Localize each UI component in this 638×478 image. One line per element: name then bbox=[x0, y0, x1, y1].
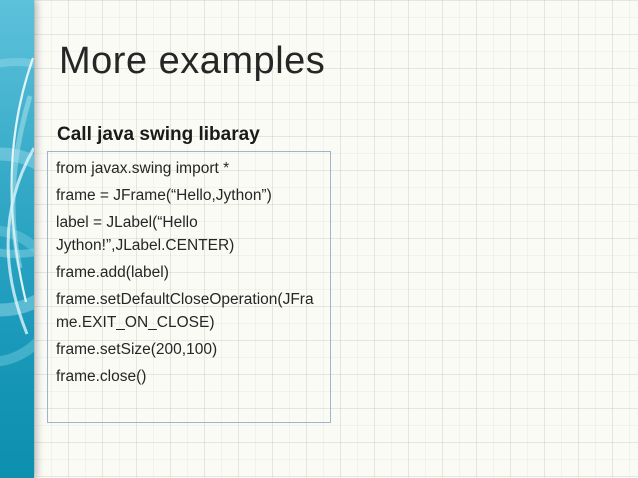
code-line: from javax.swing import * bbox=[56, 160, 230, 177]
code-line: label = JLabel(“Hello Jython!”,JLabel.CE… bbox=[56, 214, 235, 254]
code-line: frame.add(label) bbox=[56, 264, 169, 281]
code-line: frame = JFrame(“Hello,Jython”) bbox=[56, 187, 272, 204]
page-title: More examples bbox=[59, 40, 326, 82]
code-box: from javax.swing import * frame = JFrame(… bbox=[47, 151, 331, 423]
code-block: from javax.swing import * frame = JFrame(… bbox=[56, 157, 322, 388]
code-line: frame.close() bbox=[56, 368, 147, 385]
code-line: frame.setSize(200,100) bbox=[56, 341, 218, 358]
sidebar-swirl-graphic bbox=[0, 57, 34, 367]
code-line: frame.setDefaultCloseOperation(JFrame.EX… bbox=[56, 291, 314, 331]
slide-theme-sidebar bbox=[0, 0, 34, 478]
section-subtitle: Call java swing libaray bbox=[57, 124, 260, 145]
